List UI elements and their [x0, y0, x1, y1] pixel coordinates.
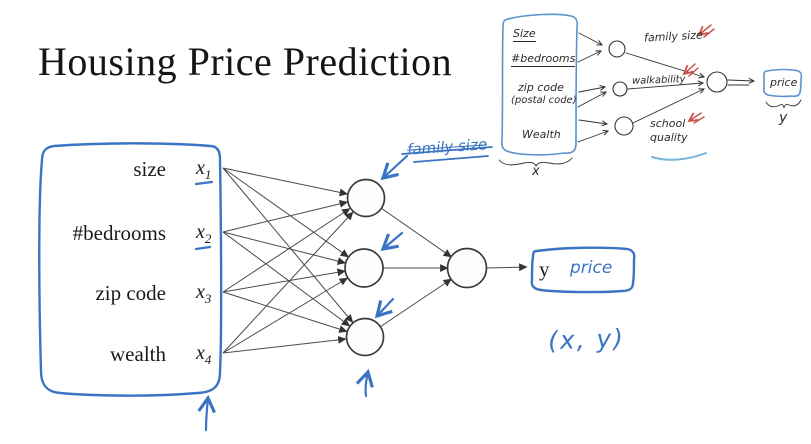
x1-subscript: 1: [204, 167, 212, 182]
sketch-output-price: price: [770, 76, 798, 89]
input-label-size: size: [133, 157, 166, 181]
sketch-hidden-walkability: walkability: [631, 74, 686, 87]
input-label-zipcode: zip code: [95, 281, 166, 305]
sketch-input-bedrooms: #bedrooms: [511, 52, 576, 67]
sketch-hidden-school-quality: school quality: [650, 117, 688, 144]
sketch-x-group-label: x: [532, 164, 540, 179]
x4-subscript: 4: [204, 352, 212, 367]
output-label-price: price: [570, 258, 613, 278]
x3-symbol: x: [196, 281, 205, 303]
x4-symbol: x: [196, 342, 205, 364]
sketch-edges: [498, 32, 802, 168]
input-label-wealth: wealth: [110, 342, 166, 366]
sketch-y-group-label: y: [779, 110, 788, 126]
input-var-x1: x1: [196, 157, 211, 183]
input-var-x4: x4: [196, 342, 211, 368]
sketch-nodes: [608, 40, 728, 136]
input-var-x2: x2: [196, 221, 211, 247]
input-label-bedrooms: #bedrooms: [72, 221, 166, 245]
x3-subscript: 3: [204, 291, 212, 306]
input-to-hidden-edges: [222, 167, 354, 354]
blue-annotation-arrows: [206, 146, 493, 432]
red-annotation-arrows: [684, 24, 715, 124]
input-box-outline: [38, 142, 223, 397]
x2-symbol: x: [196, 221, 205, 243]
training-pair-note: (x, y): [547, 323, 626, 356]
page-title: Housing Price Prediction: [38, 39, 453, 84]
sketch-input-zipcode: zip code: [518, 81, 564, 94]
sketch-input-size: Size: [513, 27, 536, 42]
input-var-x3: x3: [196, 281, 211, 307]
output-var-y: y: [539, 257, 550, 281]
sketch-blue-boxes: [501, 13, 803, 161]
sketch-input-wealth: Wealth: [522, 128, 561, 141]
x2-subscript: 2: [204, 231, 212, 246]
price-box-outline: [530, 246, 636, 294]
hidden-to-output-edges: [379, 207, 528, 328]
sketch-input-postalcode: (postal code): [511, 95, 577, 106]
x1-symbol: x: [196, 157, 205, 179]
network-nodes: [344, 178, 488, 357]
